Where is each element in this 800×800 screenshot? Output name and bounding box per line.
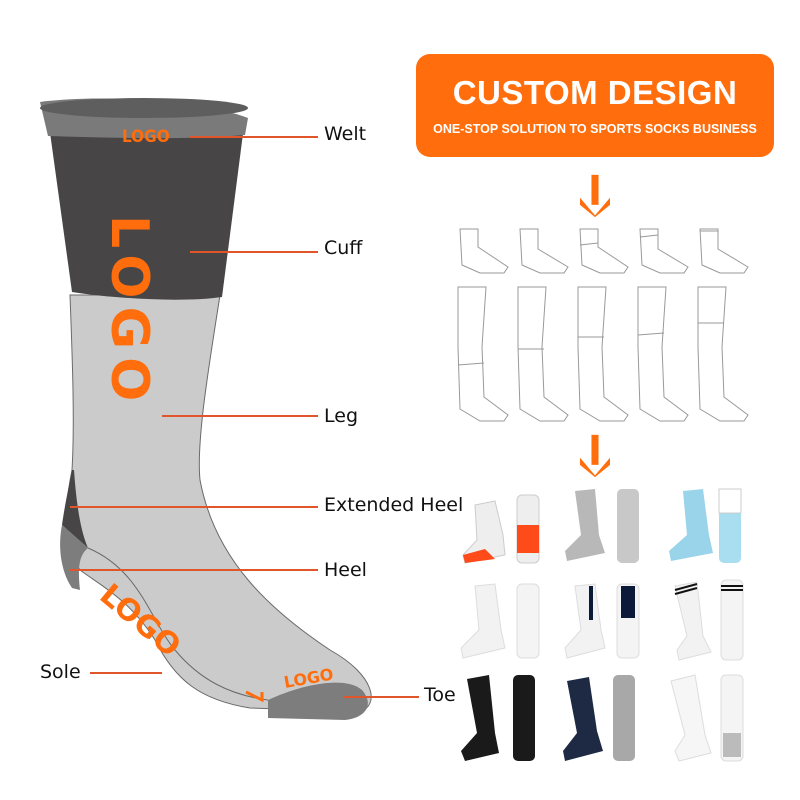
down-arrow-icon xyxy=(580,174,610,218)
product-grey-crew xyxy=(565,489,639,563)
banner-title: CUSTOM DESIGN xyxy=(452,74,738,111)
extended-heel-leader-line xyxy=(70,506,318,508)
banner-subtitle: ONE-STOP SOLUTION TO SPORTS SOCKS BUSINE… xyxy=(433,122,757,136)
sketch-long-3 xyxy=(577,286,629,422)
sketch-short-3 xyxy=(579,228,629,274)
product-light-blue-crew xyxy=(669,488,742,563)
sketch-long-1 xyxy=(457,286,509,422)
heel-leader-line xyxy=(70,569,318,571)
product-orange-white-ankle xyxy=(462,494,540,564)
sketch-long-4 xyxy=(637,286,689,422)
sole-leader-line xyxy=(90,672,162,674)
down-arrow-icon xyxy=(580,434,610,478)
product-gallery xyxy=(460,488,744,762)
sketch-short-5 xyxy=(699,228,749,274)
product-white-knee-grip xyxy=(670,674,744,762)
label-leg: Leg xyxy=(324,405,359,427)
label-welt: Welt xyxy=(324,123,367,145)
sock-style-sketches xyxy=(457,228,749,422)
label-heel: Heel xyxy=(324,559,367,581)
label-extended-heel: Extended Heel xyxy=(324,494,464,516)
custom-design-banner: CUSTOM DESIGN ONE-STOP SOLUTION TO SPORT… xyxy=(416,54,774,157)
product-navy-grey-hiking xyxy=(563,675,635,761)
cuff-logo: LOGO xyxy=(99,215,159,409)
sketch-long-2 xyxy=(517,286,569,422)
sketch-short-4 xyxy=(639,228,689,274)
sketch-short-2 xyxy=(519,228,569,274)
leg-leader-line xyxy=(162,415,318,417)
welt-leader-line xyxy=(190,136,318,138)
welt-logo: LOGO xyxy=(122,127,170,147)
sketch-long-5 xyxy=(697,286,749,422)
sketch-short-1 xyxy=(459,228,509,274)
product-black-knee-stripe xyxy=(461,675,535,761)
product-white-black-stripe-knee xyxy=(674,579,744,661)
label-toe: Toe xyxy=(424,684,456,706)
label-cuff: Cuff xyxy=(324,237,363,259)
product-white-crew xyxy=(460,583,540,659)
label-sole: Sole xyxy=(40,661,81,683)
cuff-leader-line xyxy=(190,251,318,253)
toe-leader-line xyxy=(344,696,419,698)
sock-anatomy-diagram: LOGO LOGO LOGO LOGO xyxy=(40,98,372,720)
product-white-navy-stripe-crew xyxy=(564,583,640,659)
